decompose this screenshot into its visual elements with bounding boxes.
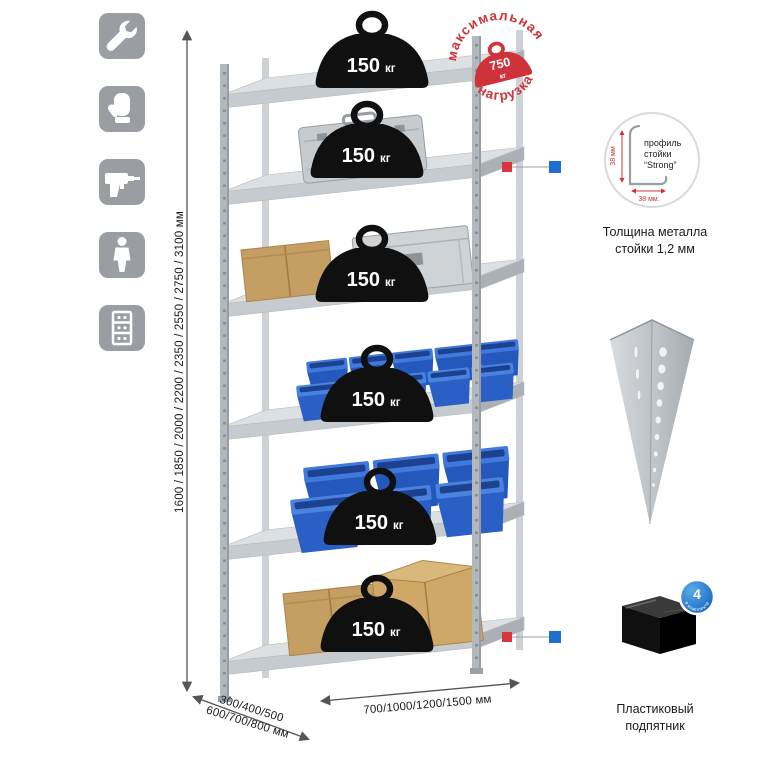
svg-text:“Strong”: “Strong”	[644, 160, 677, 170]
svg-text:150: 150	[352, 389, 385, 411]
width-arrow	[319, 678, 521, 706]
cardboard-box-small	[240, 239, 335, 303]
weight-150kg: 150 кг	[320, 574, 434, 652]
callout-connector-top	[502, 161, 561, 173]
profile-caption-line2: стойки 1,2 мм	[615, 242, 695, 256]
post-holes	[633, 345, 668, 488]
svg-text:кг: кг	[385, 277, 396, 289]
svg-text:кг: кг	[393, 520, 404, 532]
dimension-arrows	[181, 29, 521, 742]
rack-back-right-post	[516, 30, 523, 650]
profile-thickness-caption: Толщина металла стойки 1,2 мм	[580, 224, 730, 258]
rack-icon	[99, 305, 145, 351]
profile-angle-drawing	[628, 124, 668, 186]
plastic-foot-caption: Пластиковый подпятник	[580, 701, 730, 735]
svg-text:150: 150	[342, 145, 375, 167]
svg-text:750: 750	[488, 55, 512, 74]
shelf-load-weights: 150 кг 150 кг 150 кг 150 кг 150 кг	[310, 10, 437, 652]
weight-750kg: 750 кг	[474, 41, 533, 88]
svg-text:стойки: стойки	[644, 149, 672, 159]
badge-value: 4	[693, 586, 701, 602]
rack-back-left-post	[262, 58, 269, 678]
callout-connector-bottom	[502, 631, 561, 643]
connector-red-square-bottom	[502, 632, 512, 642]
connector-blue-square-bottom	[549, 631, 561, 643]
weight-150kg: 150 кг	[310, 100, 424, 178]
foot-caption-line2: подпятник	[625, 719, 685, 733]
weight-150kg: 150 кг	[315, 224, 429, 302]
svg-text:кг: кг	[390, 397, 401, 409]
connector-blue-square-top	[549, 161, 561, 173]
weight-150kg: 150 кг	[323, 467, 437, 545]
badge-4-in-set: 4 в комплекте	[678, 578, 716, 616]
profile-dim-vertical: 38 мм	[610, 146, 617, 166]
svg-text:кг: кг	[385, 63, 396, 75]
post-profile-image	[609, 319, 695, 525]
svg-text:150: 150	[352, 619, 385, 641]
rack-front-left-post	[218, 64, 231, 702]
svg-text:профиль: профиль	[644, 138, 682, 148]
svg-text:кг: кг	[499, 70, 508, 80]
weight-150kg: 150 кг	[315, 10, 429, 88]
plastic-foot-image	[622, 596, 696, 654]
svg-text:150: 150	[347, 269, 380, 291]
weight-150kg: 150 кг	[320, 344, 434, 422]
rack-front-right-post	[470, 36, 483, 674]
svg-text:150: 150	[347, 55, 380, 77]
wrench-icon	[99, 13, 145, 59]
svg-text:кг: кг	[380, 153, 391, 165]
depth-arrow	[192, 694, 310, 742]
profile-dim-horizontal: 38 мм.	[638, 196, 659, 203]
svg-text:кг: кг	[390, 627, 401, 639]
gloves-icon	[99, 86, 145, 132]
max-load-stamp: максимальная нагрузка 750 кг	[435, 0, 549, 110]
foot-caption-line1: Пластиковый	[616, 702, 694, 716]
height-dimension-label: 1600 / 1850 / 2000 / 2200 / 2350 / 2550 …	[174, 211, 186, 513]
connector-red-square-top	[502, 162, 512, 172]
profile-caption-line1: Толщина металла	[602, 225, 708, 239]
profile-callout: 38 мм 38 мм. профиль стойки “Strong”	[604, 112, 700, 208]
drill-icon	[99, 159, 145, 205]
svg-text:150: 150	[355, 512, 388, 534]
person-icon	[99, 232, 145, 278]
